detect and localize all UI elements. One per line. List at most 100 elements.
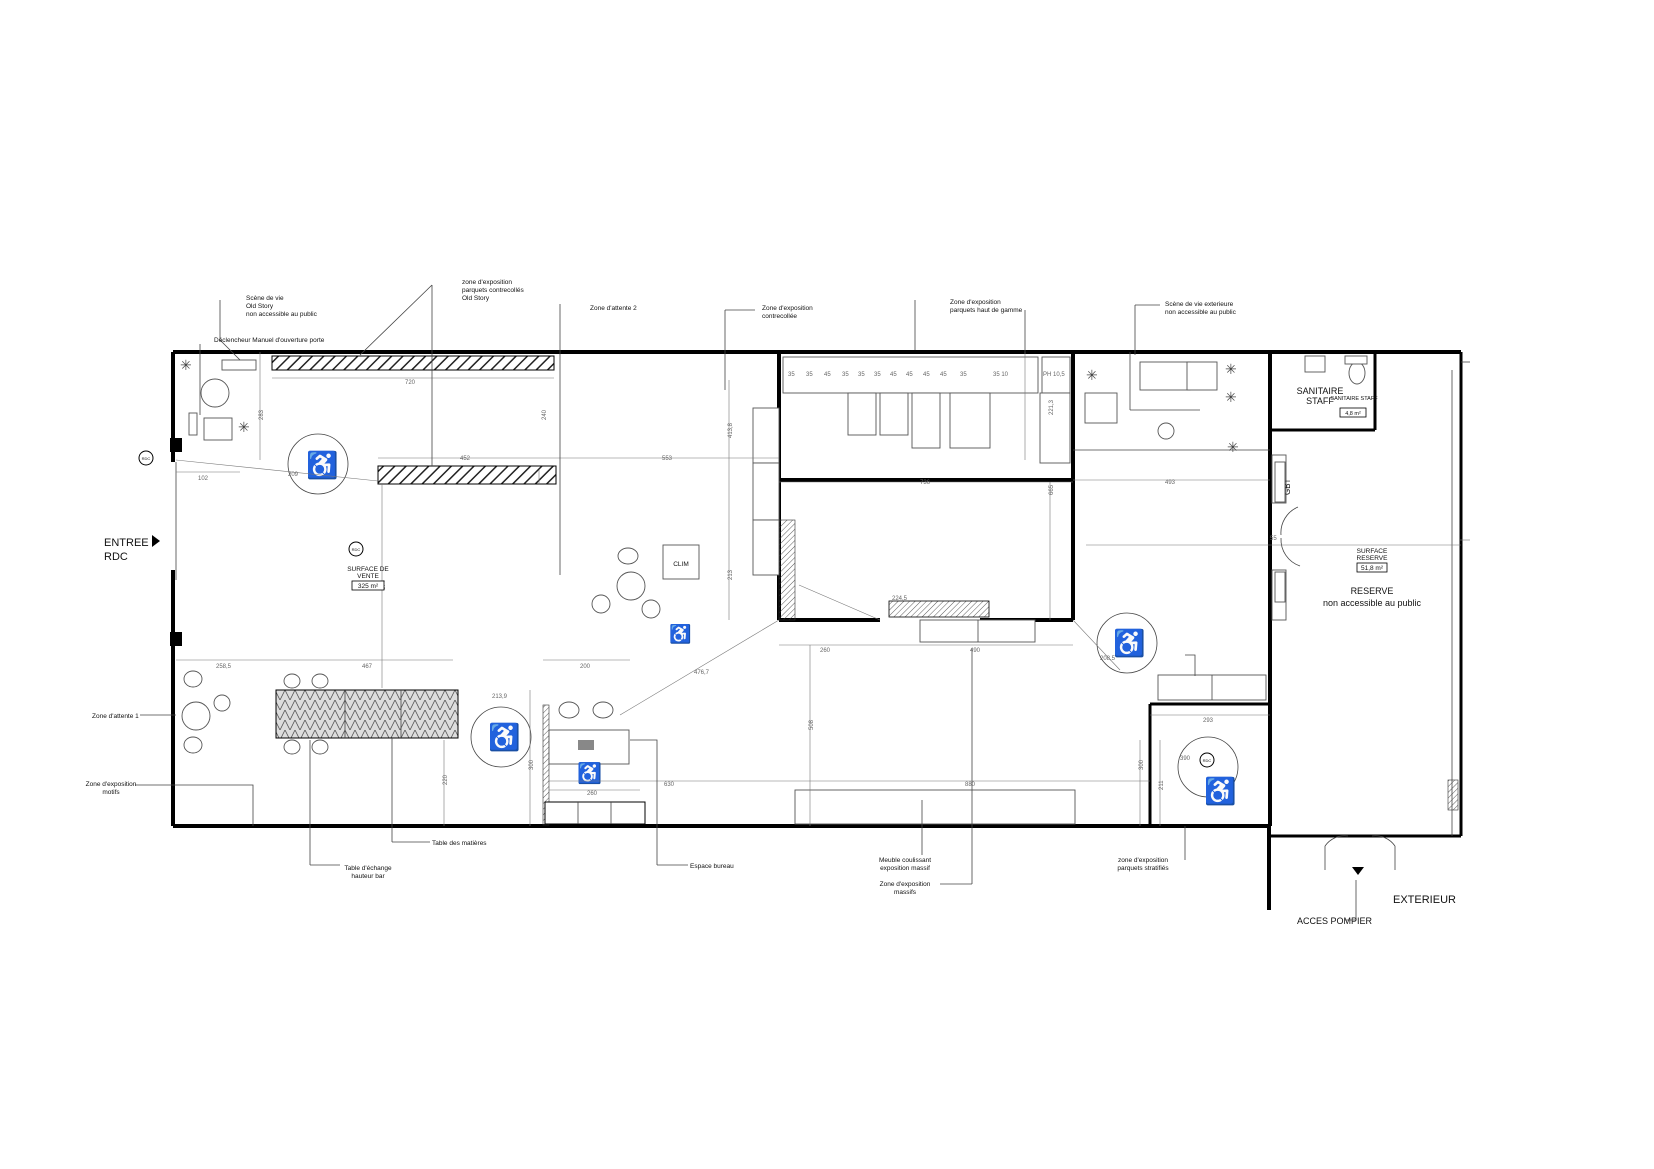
leader-lines bbox=[135, 284, 1357, 920]
plant-icons: ✳ ✳ ✳ ✳ ✳ ✳ bbox=[180, 357, 1239, 455]
scene-old-label: non accessible au public bbox=[246, 311, 318, 318]
dim-label: 260 bbox=[820, 648, 831, 654]
shelf-label: 35 bbox=[874, 372, 881, 378]
zone-stratifie-label: zone d'exposition bbox=[1118, 857, 1168, 864]
surface-reserve-area: 51,8 m² bbox=[1361, 565, 1384, 572]
zone-contrecolle-label: Old Story bbox=[462, 295, 490, 302]
tag-label: RDC bbox=[142, 456, 151, 461]
surface-vente-label: SURFACE DE bbox=[347, 566, 389, 573]
dim-label: 300 bbox=[1139, 759, 1145, 770]
plant-icon: ✳ bbox=[238, 419, 250, 435]
dim-label: 211 bbox=[1159, 780, 1165, 790]
sanitaire-badge: SANITAIRE STAFF bbox=[1330, 396, 1378, 402]
zone-massif-label: massifs bbox=[894, 889, 917, 896]
clim-label: CLIM bbox=[673, 561, 689, 568]
wheelchair-icon: ♿ bbox=[306, 450, 338, 480]
table-echange-label: hauteur bar bbox=[351, 873, 385, 880]
dim-label: 221,3 bbox=[1049, 399, 1055, 415]
zone-motifs-label: Zone d'exposition bbox=[86, 781, 137, 788]
plant-icon: ✳ bbox=[1086, 367, 1098, 383]
shelf-label: 35 bbox=[806, 372, 813, 378]
table-echange-label: Table d'échange bbox=[344, 865, 392, 872]
dim-label: 720 bbox=[405, 380, 416, 386]
zone-haut-label: parquets haut de gamme bbox=[950, 307, 1023, 314]
shelf-label: 35 bbox=[788, 372, 795, 378]
dim-label: 490 bbox=[970, 648, 981, 654]
dim-label: 220 bbox=[443, 774, 449, 785]
dim-label: 390 bbox=[1180, 756, 1191, 762]
scene-old-label: Scène de vie bbox=[246, 295, 284, 302]
scene-ext-label: non accessible au public bbox=[1165, 309, 1237, 316]
zone-expo-label: contrecollée bbox=[762, 313, 797, 320]
scene-old-label: Old Story bbox=[246, 303, 274, 310]
dim-label: 293 bbox=[1203, 718, 1214, 724]
staff-label: STAFF bbox=[1306, 396, 1334, 406]
zone-contrecolle-label: parquets contrecollés bbox=[462, 287, 525, 294]
dim-label: 553 bbox=[662, 456, 673, 462]
shelf-label: 35 10 bbox=[993, 372, 1009, 378]
dim-label: 208,5 bbox=[1100, 656, 1116, 662]
dim-label: 213 bbox=[728, 569, 734, 580]
internal-walls bbox=[542, 352, 1470, 836]
surface-reserve-label: SURFACE bbox=[1357, 548, 1388, 555]
zone-expo-label: Zone d'exposition bbox=[762, 305, 813, 312]
dim-label: 452 bbox=[460, 456, 471, 462]
dim-label: 467 bbox=[362, 664, 373, 670]
outer-walls bbox=[170, 350, 1463, 910]
declencheur-label: Déclencheur Manuel d'ouverture porte bbox=[214, 337, 325, 344]
dim-label: 260 bbox=[587, 791, 598, 797]
entree-label: ENTREE bbox=[104, 537, 149, 549]
shelf-labels: 35 35 45 35 35 35 45 45 45 45 35 35 10 P… bbox=[788, 372, 1065, 378]
dim-label: 880 bbox=[965, 782, 976, 788]
reserve-label: RESERVE bbox=[1351, 586, 1394, 596]
dim-label: 736 bbox=[920, 480, 931, 486]
shelf-label: 45 bbox=[890, 372, 897, 378]
surface-reserve-label: RESERVE bbox=[1357, 555, 1389, 562]
doors bbox=[152, 506, 1396, 875]
dim-label: 102 bbox=[198, 476, 209, 482]
zone-massif-label: Zone d'exposition bbox=[880, 881, 931, 888]
zone-stratifie-label: parquets stratifiés bbox=[1117, 865, 1169, 872]
espace-bureau-label: Espace bureau bbox=[690, 863, 734, 870]
plant-icon: ✳ bbox=[1227, 439, 1239, 455]
shelf-label: 35 bbox=[842, 372, 849, 378]
misc-boxes bbox=[1274, 461, 1459, 811]
annotations: ENTREE RDC Scène de vie Old Story non ac… bbox=[86, 279, 1456, 926]
surface-vente-label: VENTE bbox=[357, 573, 379, 580]
tag-label: RDC bbox=[352, 547, 361, 552]
dim-label: 283 bbox=[259, 409, 265, 420]
display-walls bbox=[271, 355, 990, 825]
furniture bbox=[181, 352, 1368, 798]
meuble-label: exposition massif bbox=[880, 865, 930, 872]
dimension-lines bbox=[175, 352, 1470, 826]
scene-ext-label: Scène de vie exterieure bbox=[1165, 301, 1234, 308]
dim-label: 240 bbox=[542, 409, 548, 420]
plant-icon: ✳ bbox=[180, 357, 192, 373]
dim-label: 630 bbox=[664, 782, 675, 788]
dim-label: 508 bbox=[809, 719, 815, 730]
shelf-label: 35 bbox=[960, 372, 967, 378]
shelf-label: 45 bbox=[923, 372, 930, 378]
zone-motifs-label: motifs bbox=[102, 789, 120, 796]
dim-label: 476,7 bbox=[694, 670, 710, 676]
acces-pompier-label: ACCES POMPIER bbox=[1297, 916, 1373, 926]
rdc-label: RDC bbox=[104, 551, 128, 563]
zone-attente-1-label: Zone d'attente 1 bbox=[92, 713, 139, 720]
tag-label: RDC bbox=[1203, 758, 1212, 763]
meuble-label: Meuble coulissant bbox=[879, 857, 931, 864]
sanitaire-area: 4,8 m² bbox=[1345, 411, 1361, 417]
zone-attente-2-label: Zone d'attente 2 bbox=[590, 305, 637, 312]
ph-label: PH 10,5 bbox=[1043, 372, 1065, 378]
shelf-label: 45 bbox=[824, 372, 831, 378]
dim-label: 200 bbox=[580, 664, 591, 670]
zone-contrecolle-label: zone d'exposition bbox=[462, 279, 512, 286]
dim-label: 300 bbox=[529, 759, 535, 770]
rdc-tags: RDC RDC RDC bbox=[138, 450, 1215, 768]
shelf-label: 45 bbox=[906, 372, 913, 378]
wheelchair-icon: ♿ bbox=[488, 722, 520, 752]
shelf-label: 45 bbox=[940, 372, 947, 378]
wheelchair-icon: ♿ bbox=[1204, 776, 1236, 806]
surface-vente-area: 325 m² bbox=[358, 583, 379, 590]
dim-label: 209 bbox=[288, 472, 299, 478]
